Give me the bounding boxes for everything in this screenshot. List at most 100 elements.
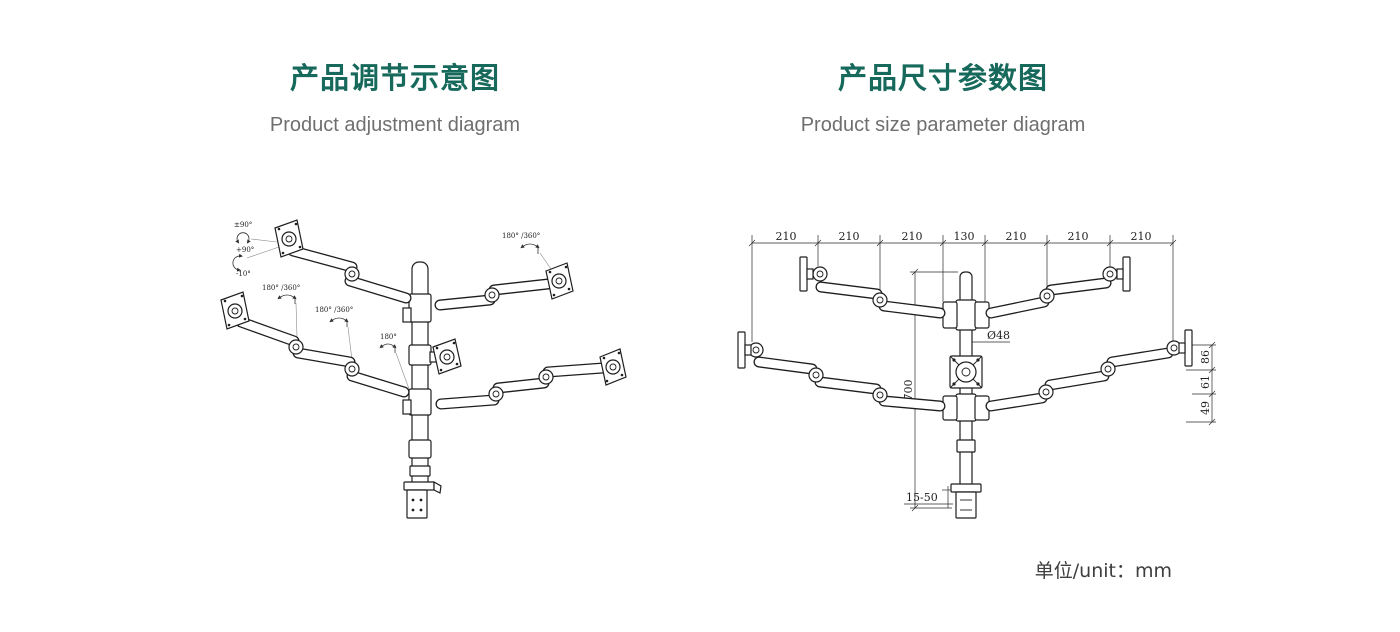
vesa-hole: [605, 379, 609, 383]
clamp-top-plate: [403, 481, 435, 491]
width-label: 210: [839, 230, 860, 243]
tilt-arc-arrow-icon: [232, 253, 243, 272]
swivel-pole-label: 180°: [380, 333, 397, 341]
unit-note: 单位/unit：mm: [1034, 560, 1172, 582]
lower-right-arm: [435, 348, 627, 410]
arm-joint-pin: [812, 371, 820, 379]
vesa-hole: [439, 368, 443, 372]
lower-right-arm: [985, 329, 1193, 412]
lower-left-arm: [737, 331, 946, 412]
clamp-range-label: 15-50: [906, 491, 938, 504]
arm-segment-fill: [1046, 278, 1111, 295]
clamp-top-plate: [950, 483, 982, 493]
width-label: 210: [1006, 230, 1027, 243]
rotation-symbols: [232, 232, 540, 353]
arm-segment-fill: [754, 357, 817, 374]
pole-collar: [408, 293, 432, 323]
arm-segment-fill: [347, 371, 409, 397]
offset-dimension: 86 61 49: [1180, 341, 1216, 426]
dimension-ticks: [1208, 341, 1216, 426]
monitor-plate-side: [799, 256, 808, 292]
pole-collar: [408, 439, 432, 459]
desk-clamp: [403, 480, 442, 519]
head-pivot-pin: [231, 307, 239, 315]
arm-joint: [1100, 361, 1116, 377]
vesa-hole: [294, 222, 298, 226]
vesa-hole: [617, 351, 621, 355]
arm-segment-fill: [986, 393, 1047, 411]
size-diagram: 210 210 210 130 210 210 210 700 Ø48: [737, 230, 1216, 519]
head-pivot: [955, 361, 977, 383]
arm-segment-fill: [879, 396, 945, 411]
head-pivot-pin: [285, 235, 293, 243]
adjustment-diagram-subtitle: Product adjustment diagram: [269, 114, 521, 136]
pole-collar: [408, 344, 432, 366]
arm-segment-fill: [815, 377, 881, 394]
leader-line: [539, 252, 552, 270]
lower-left-arm: [220, 291, 410, 398]
clamp-dimension: 15-50: [904, 486, 955, 508]
leader-line: [395, 352, 410, 390]
head-pivot-pin: [609, 363, 617, 371]
vesa-hole: [240, 294, 244, 298]
vesa-hole: [455, 362, 459, 366]
head-pivot-pin: [752, 346, 760, 354]
arm-segment-fill: [345, 276, 411, 303]
size-diagram-title: 产品尺寸参数图: [837, 61, 1048, 95]
width-label: 210: [902, 230, 923, 243]
adjustment-labels: ±90° +90° -10° 180° /360° 180° /360° 180…: [234, 221, 540, 341]
arm-joint-pin: [292, 343, 300, 351]
vesa-hole: [976, 382, 980, 386]
upper-left-arm: [799, 256, 946, 319]
clamp-hole: [411, 508, 415, 512]
tilt-range-label: ±90°: [234, 221, 252, 229]
head-pivot: [1102, 266, 1118, 282]
arm-joint-pin: [348, 365, 356, 373]
arm-segment-fill: [288, 246, 357, 272]
pole-collar: [408, 388, 432, 416]
clamp-hole: [411, 498, 415, 502]
vesa-plate: [599, 348, 627, 386]
clamp-body: [955, 491, 977, 519]
adjustment-diagram: ±90° +90° -10° 180° /360° 180° /360° 180…: [220, 219, 627, 519]
leader-line: [250, 238, 278, 243]
arm-segment-fill: [986, 297, 1049, 318]
leader-line: [347, 326, 353, 361]
plate-bracket: [1178, 342, 1186, 354]
arm-joint-pin: [876, 391, 884, 399]
head-pivot-pin: [816, 270, 824, 278]
pole-collar: [409, 465, 431, 477]
arm-joint-pin: [876, 296, 884, 304]
arm-joint-pin: [542, 373, 550, 381]
vesa-hole: [298, 245, 302, 249]
swivel-left-label: 180° /360°: [262, 284, 300, 292]
pole: [402, 261, 432, 489]
vesa-hole: [277, 227, 281, 231]
plate-bracket: [806, 268, 814, 280]
arm-segment-fill: [543, 363, 608, 377]
desk-clamp: [950, 483, 982, 519]
vesa-hole: [548, 270, 552, 274]
arm-joint: [1039, 288, 1055, 304]
width-label: 210: [1131, 230, 1152, 243]
tilt-up-label: +90°: [236, 246, 254, 254]
vesa-plate: [432, 338, 462, 375]
head-pivot: [281, 231, 297, 247]
head-pivot: [605, 359, 621, 375]
vesa-hole: [952, 358, 956, 362]
vesa-hole: [952, 382, 956, 386]
arm-segment-fill: [435, 295, 495, 310]
head-pivot: [227, 303, 243, 319]
pole-collar: [955, 299, 977, 331]
swivel-top-right-label: 180° /360°: [502, 232, 540, 240]
vesa-hole: [564, 265, 568, 269]
head-pivot-pin: [443, 353, 451, 361]
tilt-rotation-arrow-icon: [235, 232, 251, 244]
vesa-hole: [567, 287, 571, 291]
vesa-plate: [220, 291, 250, 330]
pole-height-label: 700: [902, 380, 915, 401]
offset-label: 49: [1199, 401, 1212, 415]
dimension-ticks: [748, 239, 1177, 247]
arm-joint-pin: [1043, 292, 1051, 300]
pole-collar-bracket: [402, 307, 412, 323]
